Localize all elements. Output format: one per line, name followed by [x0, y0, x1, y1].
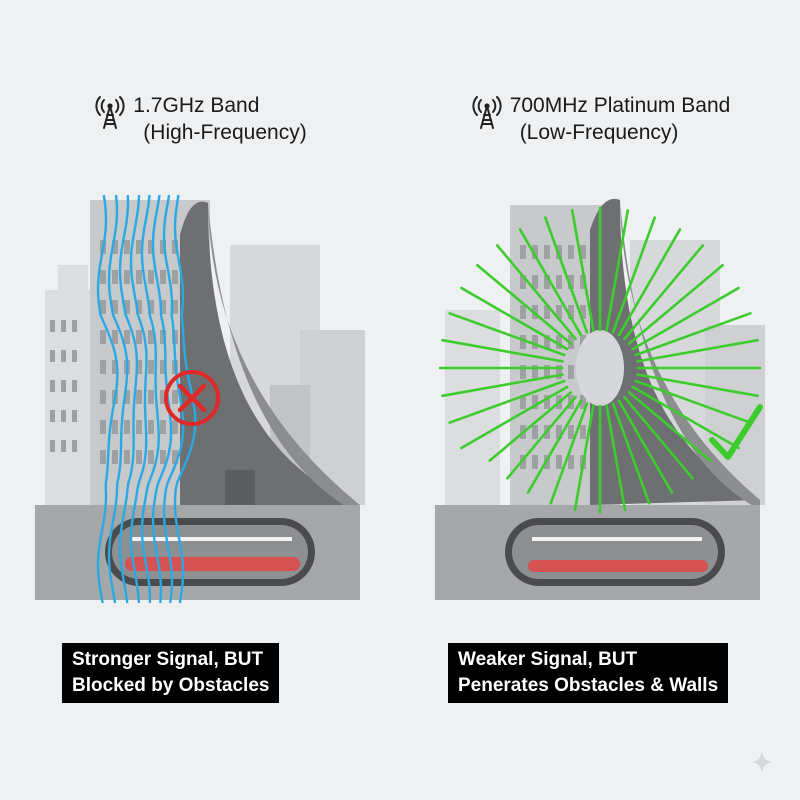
signal-ray	[441, 338, 564, 363]
tunnel-red-band	[528, 560, 708, 572]
wall-edge	[620, 200, 760, 510]
signal-ray	[460, 385, 569, 450]
signal-ray	[518, 228, 583, 337]
signal-ray	[605, 404, 627, 512]
low-frequency-rays	[438, 206, 762, 514]
signal-tower-icon	[472, 96, 502, 129]
high-frequency-panel: 1.7GHz Band (High-Frequency)	[0, 92, 400, 703]
signal-wave	[162, 194, 185, 604]
signal-ray	[636, 373, 759, 398]
signal-ray	[627, 263, 724, 345]
signal-ray	[605, 209, 630, 332]
signal-ray	[460, 286, 569, 351]
signal-ray	[611, 216, 656, 334]
band-title: 1.7GHz Band	[133, 94, 260, 117]
signal-ray	[441, 373, 564, 398]
checkmark-icon	[709, 404, 763, 460]
signal-ray	[631, 385, 740, 450]
city-scene-penetrating	[435, 198, 765, 600]
wall-door	[225, 470, 255, 505]
signal-wave	[140, 194, 160, 604]
caption-line: Blocked by Obstacles	[72, 675, 270, 696]
curved-wall	[180, 201, 360, 505]
signal-ray	[634, 312, 752, 357]
caption-line: Weaker Signal, BUT	[458, 649, 638, 670]
signal-ray	[495, 244, 577, 341]
band-subtitle: (Low-Frequency)	[519, 121, 679, 144]
signal-ray	[634, 379, 752, 424]
signal-ray	[570, 209, 595, 332]
signal-ray	[448, 379, 566, 424]
band-heading: 700MHz Platinum Band (Low-Frequency)	[400, 92, 800, 146]
sparkle-icon	[751, 751, 773, 773]
signal-ray	[506, 395, 577, 480]
signal-ray	[573, 404, 595, 512]
band-subtitle: (High-Frequency)	[143, 121, 307, 144]
city-scene-blocked	[35, 194, 365, 604]
blocked-x-icon	[164, 370, 220, 426]
signal-ray	[526, 399, 583, 495]
signal-ray	[631, 286, 740, 351]
signal-ray	[623, 244, 705, 341]
signal-ray	[636, 338, 759, 363]
signal-wave	[129, 194, 148, 604]
signal-ray	[476, 263, 573, 345]
signal-ray	[448, 312, 566, 357]
signal-wave	[96, 194, 119, 604]
signal-tower-icon	[95, 96, 125, 129]
signal-ray	[549, 402, 589, 505]
signal-ray	[627, 391, 712, 462]
band-title: 700MHz Platinum Band	[509, 94, 731, 117]
signal-ray	[617, 228, 682, 337]
signal-ray	[623, 395, 694, 480]
wall-opening	[576, 330, 624, 406]
signal-wave	[118, 194, 139, 604]
caption-box: Weaker Signal, BUT Penerates Obstacles &…	[448, 643, 729, 703]
caption-line: Stronger Signal, BUT	[72, 649, 264, 670]
caption-box: Stronger Signal, BUT Blocked by Obstacle…	[62, 643, 280, 703]
tunnel-red-band	[125, 557, 300, 571]
low-frequency-panel: 700MHz Platinum Band (Low-Frequency)	[400, 0, 800, 800]
background-building-top	[58, 265, 88, 295]
signal-ray	[488, 391, 573, 462]
curved-wall	[590, 198, 760, 506]
signal-ray	[544, 216, 589, 334]
caption-line: Penerates Obstacles & Walls	[458, 675, 719, 696]
band-heading: 1.7GHz Band (High-Frequency)	[0, 92, 400, 146]
tunnel-light	[132, 537, 292, 541]
signal-wave	[107, 194, 129, 604]
signal-ray	[617, 399, 674, 495]
signal-ray	[611, 402, 651, 505]
tunnel-light	[532, 537, 702, 541]
